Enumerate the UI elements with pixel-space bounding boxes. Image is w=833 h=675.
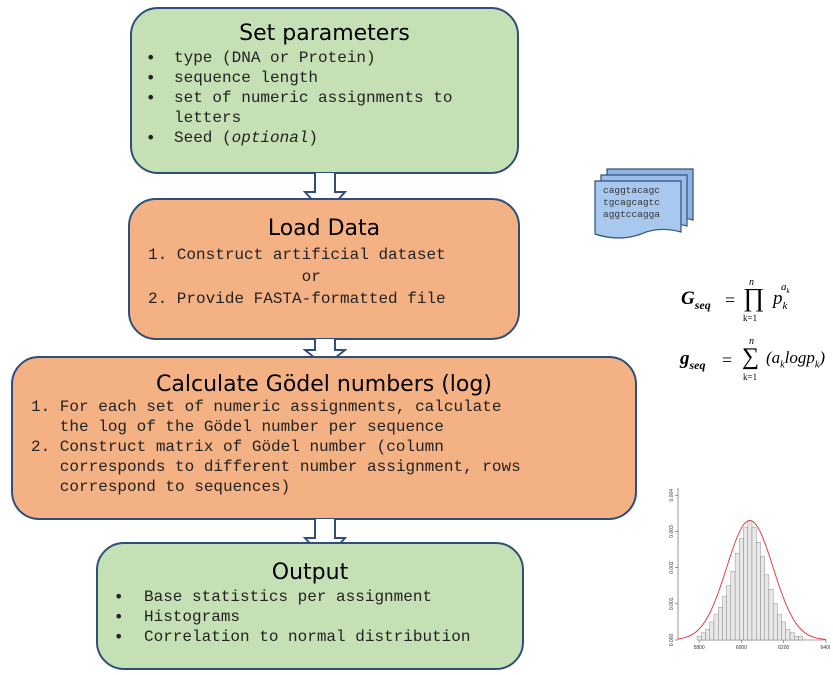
histogram-chart: 0.004 0.003 0.002 0.001 0.000 5800 6000 6200 640… [662,480,832,670]
documents-icon: caggtacagc tgcagcagtc aggtccagga [593,168,695,240]
histogram-bar [734,552,740,641]
list-item: •Histograms [114,607,241,626]
calculate-godel-title: Calculate Gödel numbers (log) [156,372,492,397]
histogram-bar [789,632,795,641]
set-parameters-box: Set parameters •type (DNA or Protein) •s… [130,7,519,174]
x-tick-label: 6200 [778,645,789,651]
histogram-bar [772,603,778,641]
histogram-bar [713,614,719,641]
histogram-bar [743,527,748,641]
set-parameters-title: Set parameters [239,21,410,46]
sequence-line: caggtacagc [603,185,661,196]
list-item: corresponds to different number assignme… [31,458,521,476]
histogram-bar [739,538,744,641]
y-tick-label: 0.001 [669,597,675,610]
y-tick-label: 0.000 [669,634,675,647]
y-tick-label: 0.004 [669,489,675,502]
x-tick-label: 5800 [694,645,705,651]
histogram-bar [751,527,757,641]
sequence-line: aggtccagga [603,209,661,220]
histogram-bar [768,589,774,641]
list-item: •type (DNA or Protein) [146,48,376,67]
histogram-bar [709,621,715,641]
histogram-bar [747,520,753,641]
list-item: •set of numeric assignments to [146,88,453,107]
histogram-svg: 0.004 0.003 0.002 0.001 0.000 5800 6000 6200 640… [669,488,832,651]
output-title: Output [271,560,349,585]
histogram-bar [764,574,770,641]
y-tick-label: 0.003 [669,525,675,538]
list-item: 1. Construct artificial dataset [148,246,446,264]
list-item: 2. Provide FASTA-formatted file [148,290,446,308]
list-item: •sequence length [146,68,319,87]
sequence-line: tgcagcagtc [603,197,661,208]
list-item: •Correlation to normal distribution [114,627,471,646]
list-item: 1. For each set of numeric assignments, … [31,398,502,416]
histogram-bar [696,636,702,641]
load-data-title: Load Data [267,216,381,241]
histogram-bar [785,628,791,641]
calculate-godel-box: Calculate Gödel numbers (log) 1. For eac… [11,356,637,520]
output-box: Output •Base statistics per assignment •… [96,542,524,670]
histogram-bar [794,636,799,641]
histogram-bar [730,571,736,641]
calculate-godel-list: 1. For each set of numeric assignments, … [31,397,635,497]
histogram-bar [760,556,765,641]
histogram-bar [705,628,710,641]
load-data-box: Load Data 1. Construct artificial datase… [128,198,520,340]
histogram-bar [798,636,803,641]
list-item: letters [174,109,242,127]
list-item: correspond to sequences) [31,478,291,496]
godel-product-formula: Gseq = n ∏ k=1 pk ak [681,277,790,323]
output-list: •Base statistics per assignment •Histogr… [114,587,522,647]
load-data-list: 1. Construct artificial dataset or 2. Pr… [148,245,518,309]
x-tick-label: 6400 [820,645,830,651]
histogram-bar [717,607,723,641]
normal-fit-curve [677,520,827,640]
histogram-bar [726,585,732,641]
set-parameters-list: •type (DNA or Protein) •sequence length … [146,48,517,148]
godel-log-formula: gseq = n ∑ k=1 (aklogpk) [680,336,825,382]
list-item: •Base statistics per assignment [114,587,433,606]
histogram-bar [756,542,761,641]
x-tick-label: 6000 [736,645,747,651]
list-item: •Seed (optional) [146,128,319,147]
list-item: or [148,268,321,286]
histogram-bar [701,632,706,641]
histogram-bar [777,614,782,641]
y-tick-label: 0.002 [669,561,675,574]
list-item: the log of the Gödel number per sequence [31,418,444,436]
histogram-bar [781,621,787,641]
histogram-bar [722,596,727,641]
list-item: 2. Construct matrix of Gödel number (col… [31,438,444,456]
